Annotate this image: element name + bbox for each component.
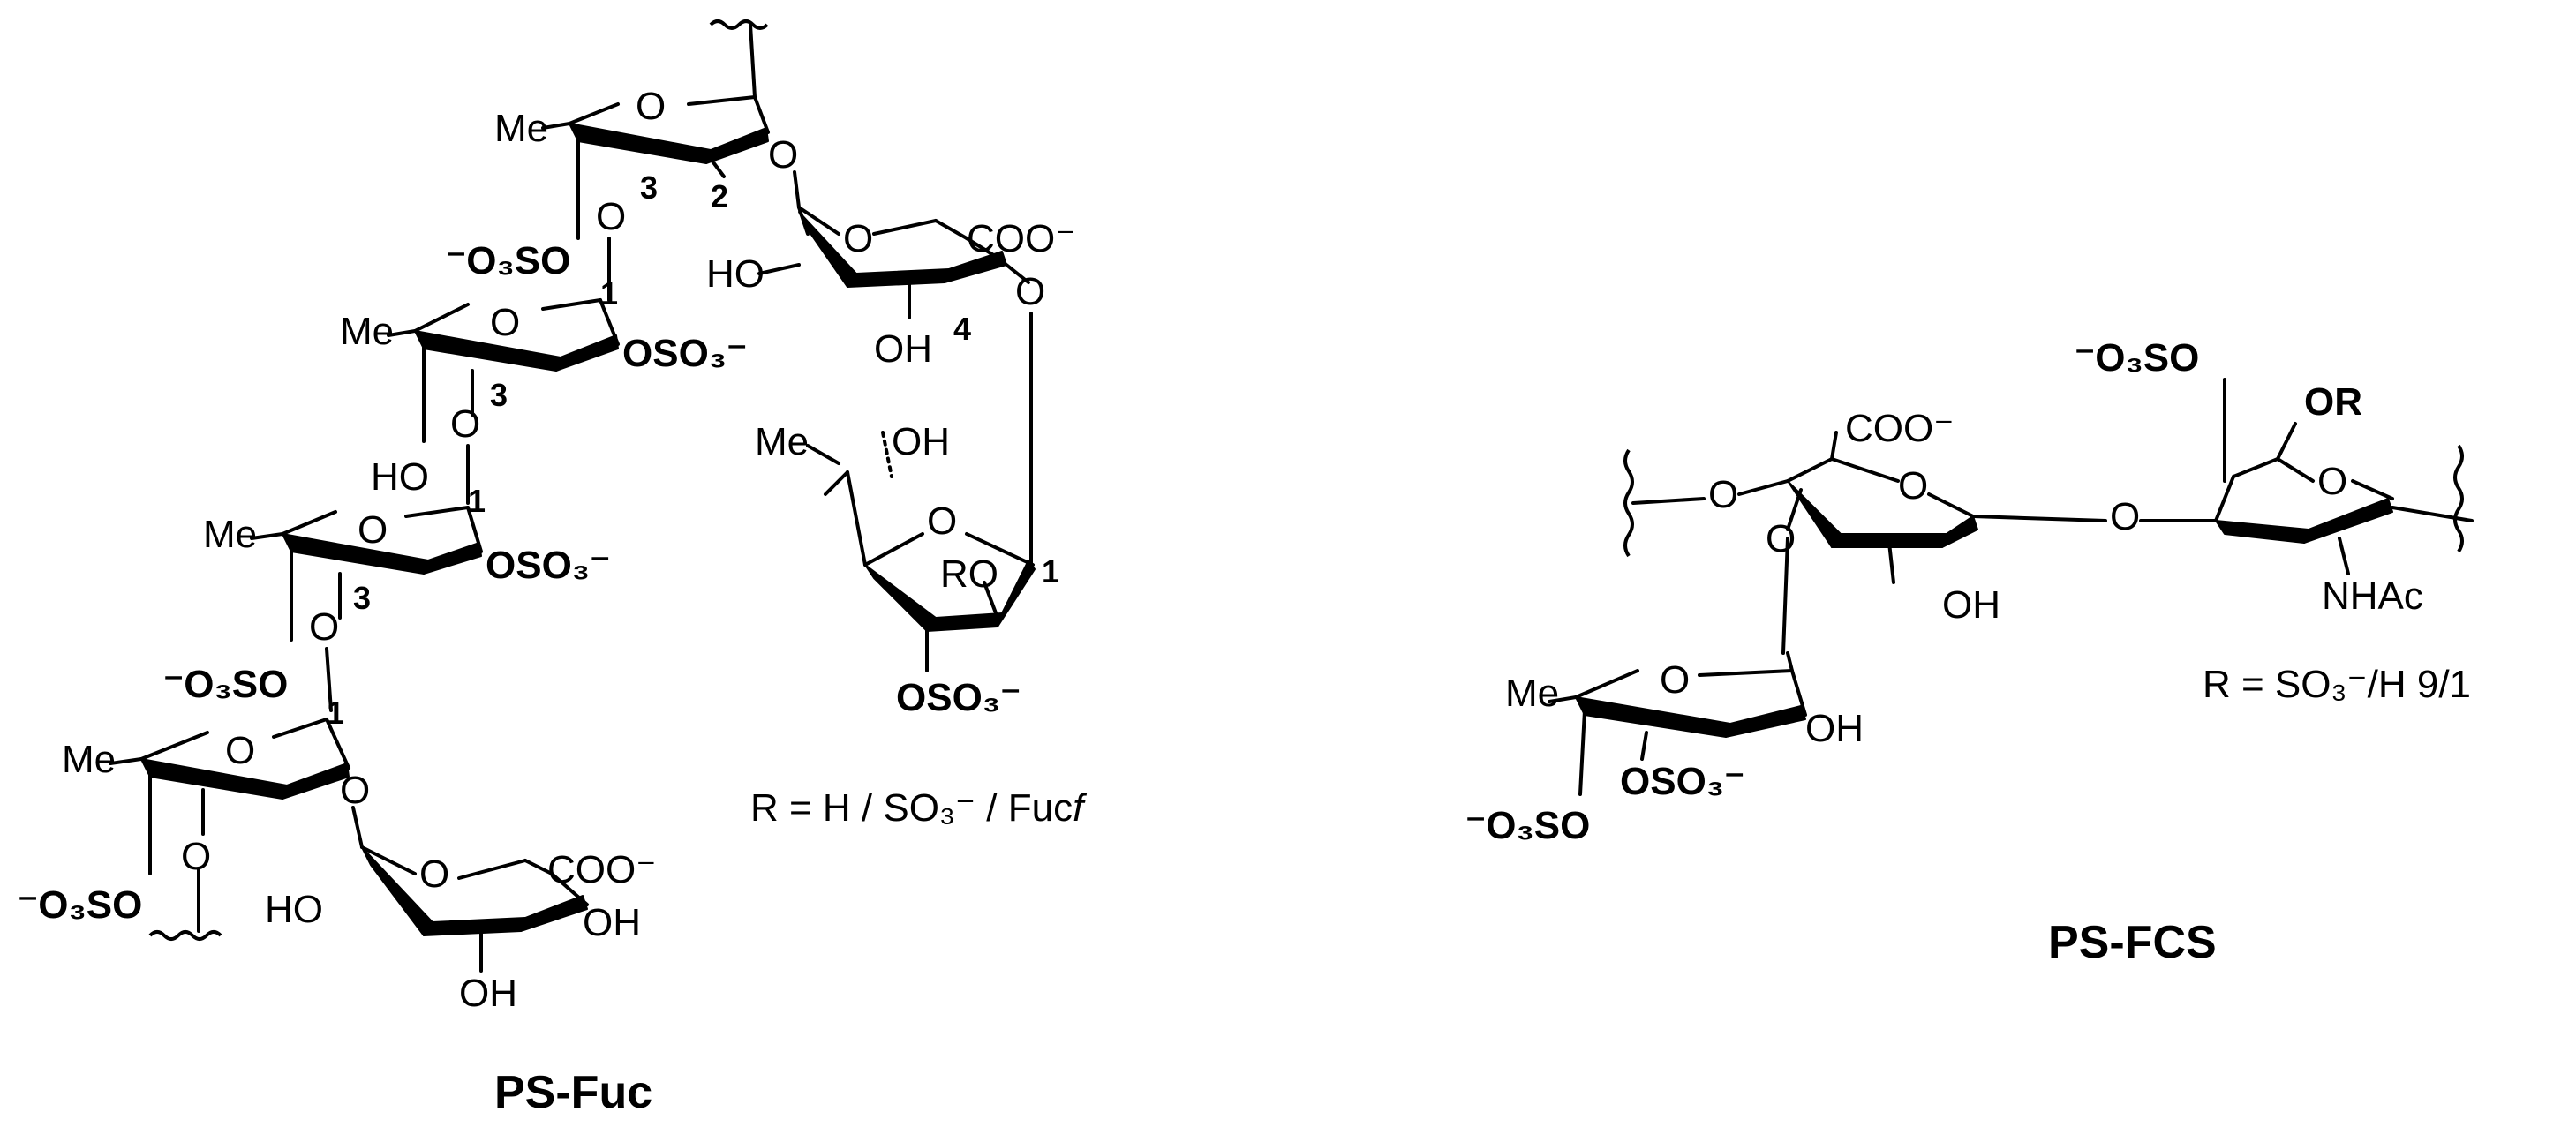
position-4-label: 4	[953, 311, 971, 347]
oso3-group-fcs: OSO₃⁻	[1620, 760, 1744, 803]
hydroxyl-oh-fcs-2: OH	[1805, 707, 1864, 750]
linking-oxygen-fcs-2: O	[1766, 517, 1796, 560]
o3so-group-1: ⁻O₃SO	[446, 239, 570, 282]
ring-oxygen-furanose: O	[927, 500, 957, 543]
ring-4-o-substituent: O	[181, 835, 211, 878]
fucose-ring-3	[281, 506, 483, 642]
linking-oxygen-2: O	[596, 195, 626, 238]
hydroxyl-oh-1: OH	[583, 901, 641, 944]
linking-oxygen-3: O	[450, 402, 480, 446]
position-2-label: 2	[711, 178, 728, 214]
oso3-group-1: OSO₃⁻	[622, 332, 747, 375]
carboxylate-bottom: COO⁻	[547, 848, 656, 891]
carboxylate-fcs: COO⁻	[1845, 407, 1954, 450]
glucuronic-acid-ring-fcs	[1781, 431, 1978, 655]
galnac-ring-fcs	[2214, 378, 2474, 575]
hydroxyl-oh-furanose: OH	[892, 420, 950, 463]
hydroxyl-ho-3: HO	[706, 252, 765, 296]
fucofuranose-ring	[824, 431, 1036, 672]
fucose-ring-fcs	[1574, 651, 1807, 796]
caption-ps-fcs: PS-FCS	[2048, 917, 2217, 968]
wavy-chain-end-left	[1623, 448, 1634, 558]
o3so-group-fcs-1: ⁻O₃SO	[2075, 336, 2199, 379]
ring-oxygen-1: O	[636, 85, 666, 128]
methyl-label-2: Me	[340, 310, 394, 353]
position-3-label-2: 3	[490, 377, 508, 413]
ps-fuc-structure: Me O 3 2 O ⁻O₃SO O 1 Me O OSO₃⁻ 3 O HO	[18, 19, 1088, 1118]
ring-oxygen-fucose-fcs: O	[1660, 658, 1690, 702]
ring-oxygen-3: O	[358, 508, 388, 552]
hydroxyl-oh-3: OH	[874, 327, 932, 371]
carboxylate-top: COO⁻	[967, 217, 1075, 260]
position-1-label-furanose: 1	[1042, 553, 1059, 590]
wavy-chain-end-right	[2453, 444, 2464, 553]
linking-oxygen-4: O	[309, 605, 339, 649]
position-1-label-1: 1	[600, 275, 618, 312]
ring-oxygen-galnac: O	[2317, 460, 2347, 503]
ps-fcs-structure: O COO⁻ O O OH O	[1465, 336, 2474, 968]
position-1-label-2: 1	[468, 483, 486, 519]
o3so-group-2: ⁻O₃SO	[163, 663, 288, 706]
o3so-group-3: ⁻O₃SO	[18, 883, 142, 927]
wavy-chain-end-top	[709, 19, 769, 30]
ring-oxygen-glca-fcs: O	[1898, 464, 1928, 507]
methyl-label-fcs: Me	[1505, 672, 1559, 715]
methyl-label-3: Me	[203, 513, 257, 556]
ring-oxygen-glca-top: O	[843, 217, 873, 260]
wavy-chain-end-bottom	[148, 930, 222, 941]
glucuronic-acid-ring-top	[797, 206, 1030, 319]
ro-substituent: RO	[940, 552, 998, 596]
ring-oxygen-4: O	[225, 729, 255, 772]
o3so-group-fcs-2: ⁻O₃SO	[1465, 804, 1590, 847]
or-group-fcs: OR	[2304, 380, 2362, 424]
linking-oxygen-fcs-1: O	[1708, 473, 1738, 516]
hydroxyl-ho-2: HO	[265, 888, 323, 931]
methyl-label-1: Me	[494, 107, 548, 150]
hydroxyl-oh-2: OH	[459, 972, 517, 1015]
linking-oxygen-fcs-3: O	[2110, 495, 2140, 538]
nhac-group: NHAc	[2322, 575, 2423, 618]
caption-ps-fuc: PS-Fuc	[494, 1067, 652, 1118]
linking-oxygen-6: O	[1015, 270, 1045, 313]
position-3-label-1: 3	[640, 169, 658, 206]
ring-oxygen-2: O	[490, 301, 520, 344]
ring-oxygen-glca-bottom: O	[419, 853, 449, 896]
linking-oxygen-5: O	[340, 769, 370, 812]
oso3-group-2: OSO₃⁻	[486, 544, 610, 587]
linking-oxygen-1: O	[768, 133, 798, 177]
fucose-ring-4	[139, 718, 350, 933]
hydroxyl-ho-1: HO	[371, 455, 429, 499]
position-3-label-3: 3	[353, 580, 371, 616]
r-group-definition-ps-fuc: R = H / SO₃⁻ / Fucf	[750, 786, 1088, 830]
fucose-ring-1	[568, 95, 770, 200]
position-1-label-3: 1	[327, 695, 344, 731]
methyl-label-4: Me	[62, 738, 116, 781]
glucuronic-acid-ring-bottom	[360, 845, 589, 973]
fucose-ring-2	[413, 298, 620, 443]
oso3-group-furanose: OSO₃⁻	[896, 676, 1021, 719]
hydroxyl-oh-fcs-1: OH	[1942, 583, 2000, 627]
r-group-definition-ps-fcs: R = SO₃⁻/H 9/1	[2203, 663, 2471, 706]
methyl-label-furanose: Me	[755, 420, 809, 463]
